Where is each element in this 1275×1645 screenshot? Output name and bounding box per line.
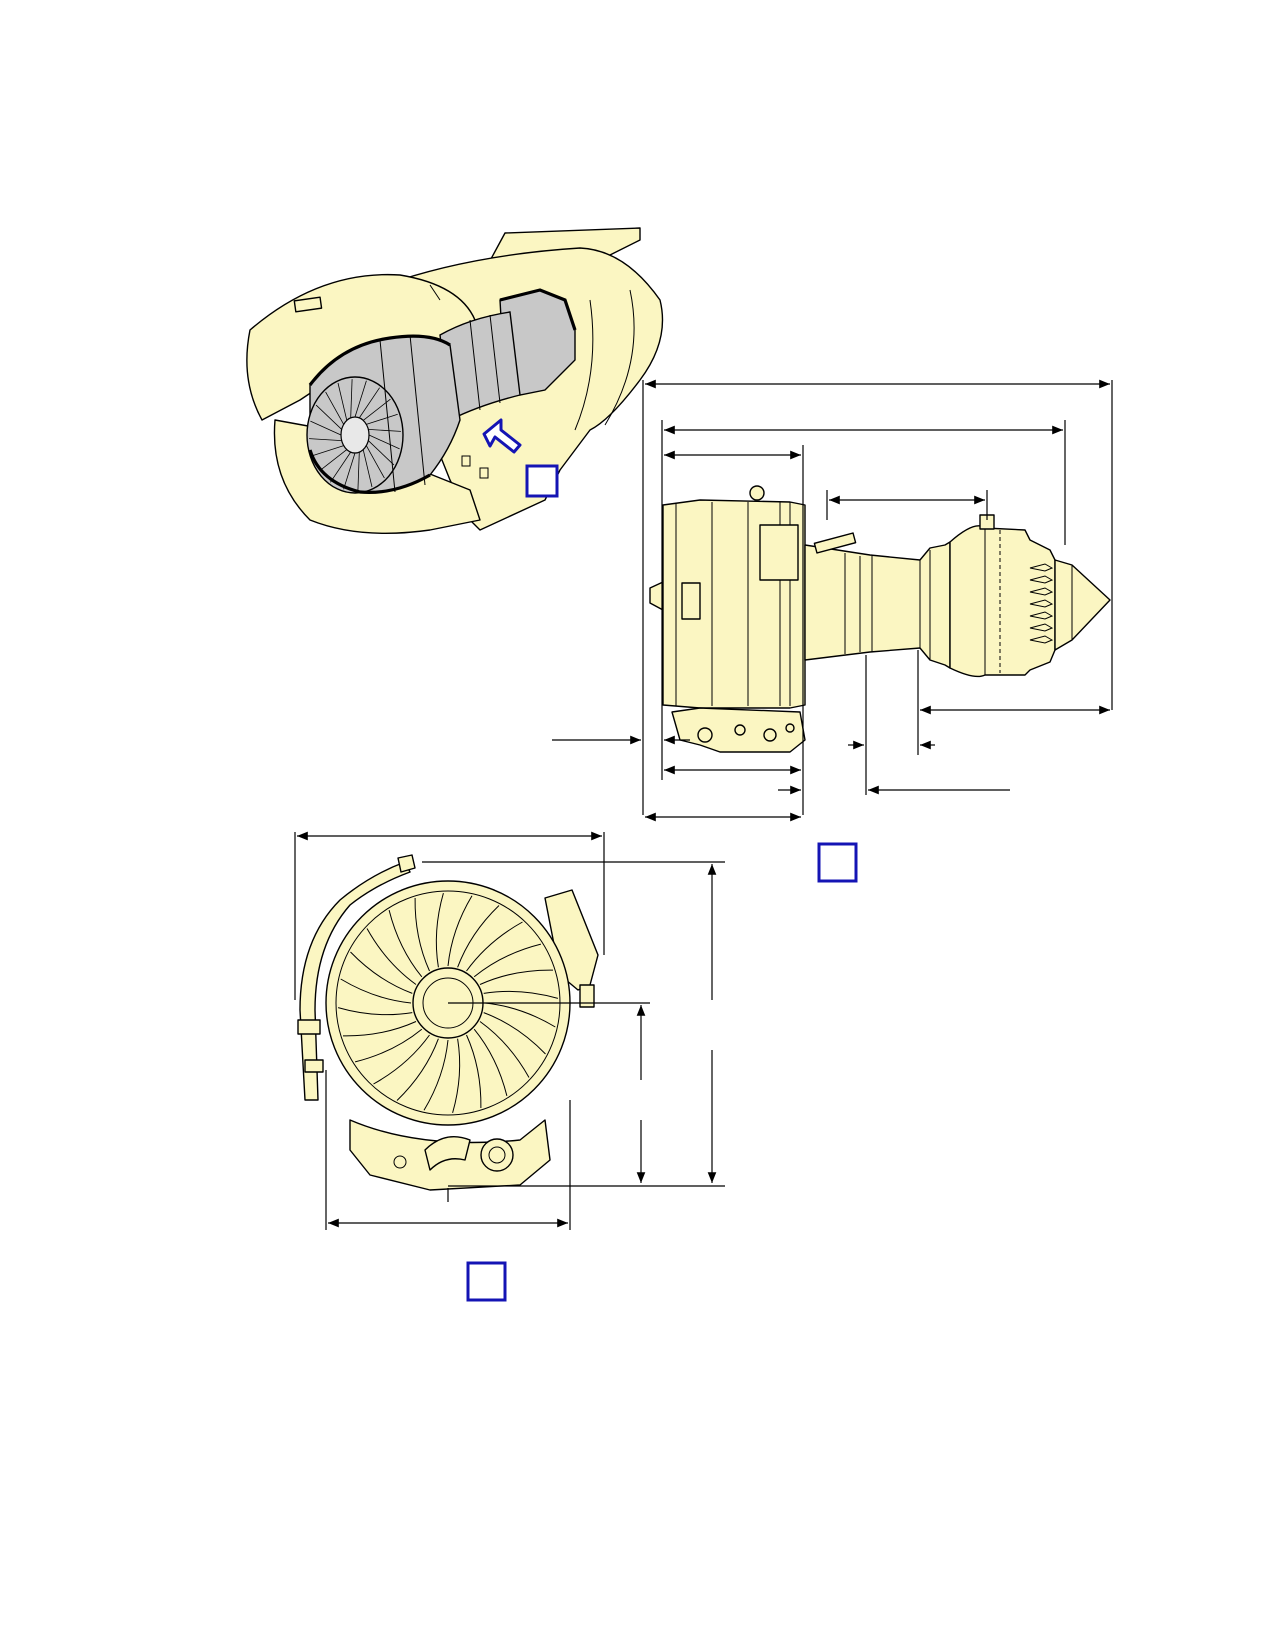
core-side (804, 541, 951, 669)
fan-blade (310, 420, 342, 436)
fan-blade (312, 445, 344, 457)
fan-blade (423, 1039, 449, 1111)
fan-blade (368, 429, 401, 432)
fan-blade (343, 452, 356, 490)
fan-blade (483, 990, 559, 999)
exhaust-plug (1054, 559, 1111, 651)
exhaust-vane (1029, 587, 1054, 596)
engine-core-highlight (306, 288, 577, 494)
fan-blade (342, 1021, 417, 1037)
fan-blade (337, 1007, 413, 1016)
fan-blade (479, 1021, 530, 1078)
fan-blade (330, 451, 352, 483)
fan-blade (484, 1002, 556, 1028)
fan-blade (366, 413, 398, 425)
exhaust-vane (1029, 611, 1054, 620)
fan-blade (319, 449, 348, 472)
fan-blade (340, 978, 412, 1004)
fan-blade (350, 379, 353, 418)
external-tubing (299, 861, 411, 1101)
fan-blade (325, 391, 345, 425)
fan-blade (473, 1028, 508, 1097)
fan-blade (368, 440, 395, 466)
fan-blade (396, 1038, 439, 1101)
fan-blade (362, 449, 373, 488)
fan-blade (466, 1034, 482, 1109)
fan-blade (354, 1028, 423, 1063)
fan-blade (315, 404, 342, 430)
fan-blade (373, 1034, 430, 1085)
fan-blade (479, 969, 554, 985)
engine-front-view (294, 831, 725, 1302)
engine-side-view (552, 379, 1113, 883)
exhaust-vane (1029, 563, 1054, 572)
hp-compressor (439, 311, 521, 422)
fan-blade (388, 909, 423, 978)
fan-blade (350, 951, 413, 994)
callout-box-front (466, 1261, 507, 1302)
fan-blade (435, 892, 444, 968)
fan-blade (309, 438, 342, 441)
fan-blade (457, 905, 500, 968)
view-direction-arrow-icon (482, 418, 522, 454)
fan-blade (357, 452, 360, 491)
exhaust-vane (1029, 575, 1054, 584)
fan-blade (447, 895, 473, 967)
fan-blade (358, 387, 380, 419)
callout-box-side (817, 842, 858, 883)
exhaust-vane (1029, 623, 1054, 632)
callout-box-iso (525, 464, 559, 498)
side-view-dimensions (552, 379, 1113, 822)
exhaust-vane (1029, 635, 1054, 644)
fan-blade (337, 382, 348, 421)
fan-blade (365, 445, 385, 479)
fan-blade (368, 434, 400, 450)
isometric-nacelle-view (246, 227, 664, 535)
fan-blade (414, 897, 430, 972)
exhaust-vane (1029, 599, 1054, 608)
fan-blade (466, 921, 523, 972)
fan-blade (473, 943, 542, 978)
fan-blade (483, 1012, 546, 1055)
fan-blade (366, 928, 417, 985)
front-view-dimensions (294, 831, 725, 1230)
fan-blade (452, 1038, 461, 1114)
fan-blade (354, 380, 367, 418)
